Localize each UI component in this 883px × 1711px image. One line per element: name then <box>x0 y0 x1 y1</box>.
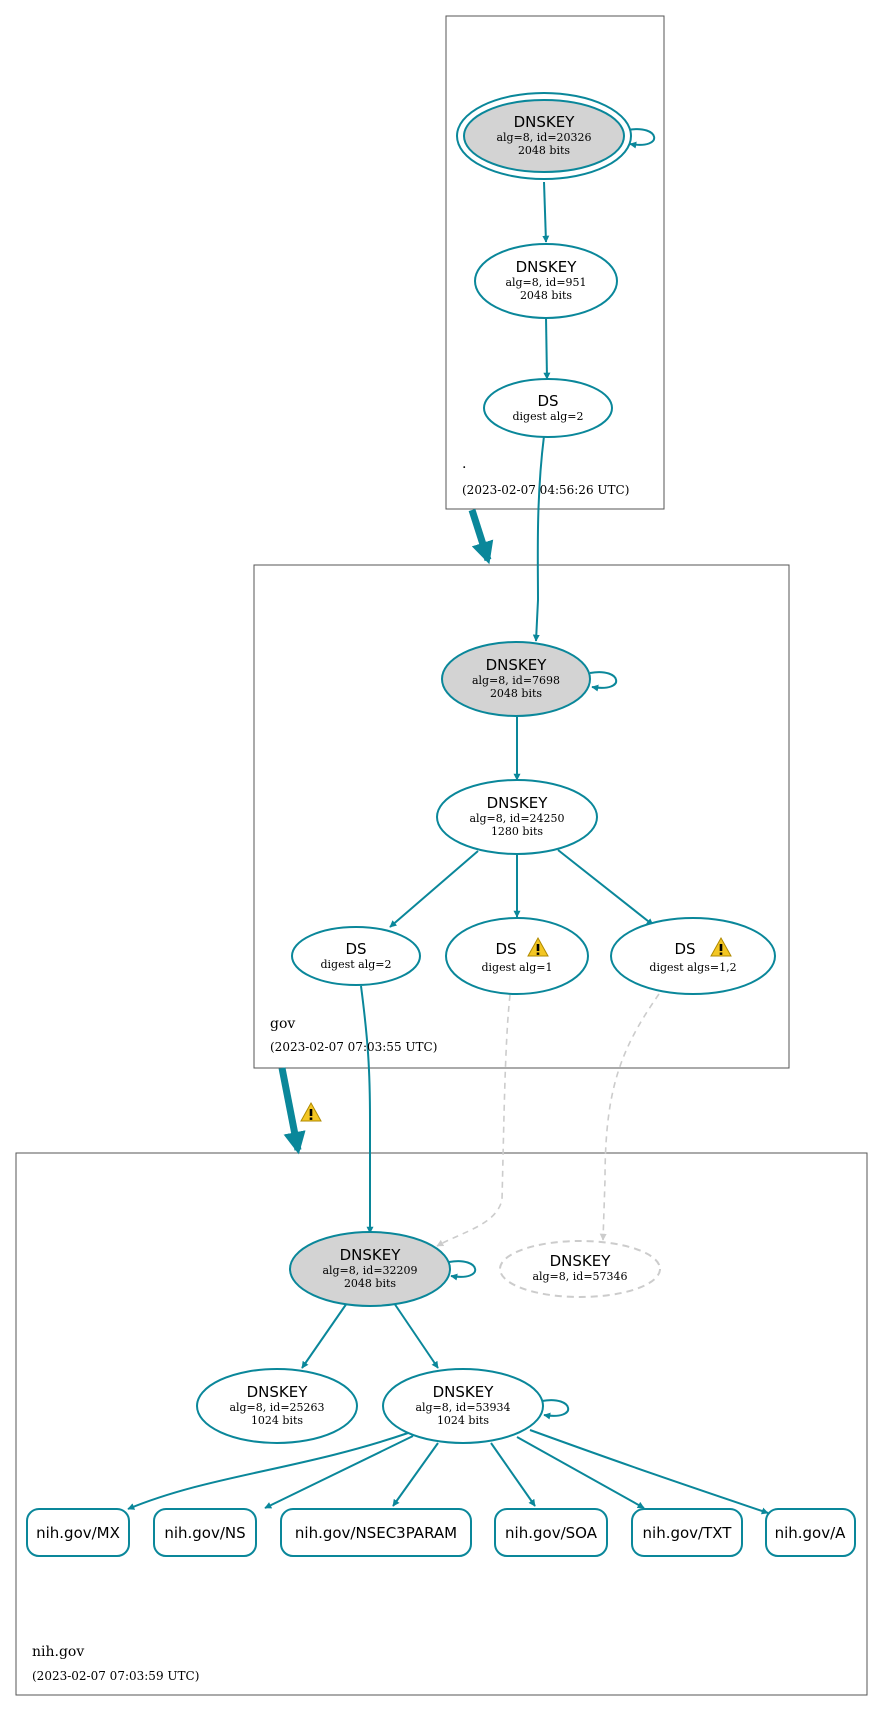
node-title: DNSKEY <box>247 1383 309 1401</box>
node-detail: alg=8, id=20326 <box>496 131 591 144</box>
node-title: DS <box>345 940 366 958</box>
edge-root-zsk-to-ds <box>543 316 551 380</box>
edge-nih-zsk2-self <box>541 1399 570 1420</box>
rrset-label: nih.gov/SOA <box>505 1524 598 1542</box>
rrset-nsec3param[interactable]: nih.gov/NSEC3PARAM <box>280 1508 472 1557</box>
edge-gov-zsk-to-ds3 <box>557 849 654 926</box>
zone-timestamp-gov: (2023-02-07 07:03:55 UTC) <box>270 1040 437 1054</box>
node-gov-ds-1[interactable]: DS digest alg=2 <box>291 926 421 986</box>
node-title: DS <box>537 392 558 410</box>
node-gov-zsk[interactable]: DNSKEY alg=8, id=24250 1280 bits <box>436 779 598 855</box>
node-nih-zsk-2[interactable]: DNSKEY alg=8, id=53934 1024 bits <box>382 1368 544 1444</box>
delegation-arrow-root-to-gov <box>468 508 494 565</box>
edge-nih-zsk2-to-soa <box>490 1442 536 1507</box>
node-detail: digest alg=2 <box>512 410 583 423</box>
delegation-arrow-gov-to-nih <box>278 1067 306 1155</box>
node-title: DNSKEY <box>516 258 578 276</box>
edge-nih-zsk2-to-txt <box>516 1436 645 1509</box>
node-gov-ksk[interactable]: DNSKEY alg=8, id=7698 2048 bits <box>441 641 591 717</box>
node-root-ksk[interactable]: DNSKEY alg=8, id=20326 2048 bits <box>456 92 632 180</box>
rrset-txt[interactable]: nih.gov/TXT <box>631 1508 743 1557</box>
node-detail: digest algs=1,2 <box>649 961 736 974</box>
node-detail: alg=8, id=24250 <box>469 812 564 825</box>
edge-gov-ksk-self <box>589 671 618 692</box>
rrset-soa[interactable]: nih.gov/SOA <box>494 1508 608 1557</box>
edge-nih-zsk2-to-ns <box>264 1435 414 1509</box>
rrset-mx[interactable]: nih.gov/MX <box>26 1508 130 1557</box>
delegation-warning-icon <box>300 1102 322 1122</box>
node-title: DNSKEY <box>550 1252 612 1270</box>
node-gov-ds-3[interactable]: DS digest algs=1,2 <box>610 917 776 995</box>
edge-gov-ds2-to-nih-ksk <box>436 994 511 1247</box>
rrset-label: nih.gov/NSEC3PARAM <box>295 1524 457 1542</box>
node-detail: 1280 bits <box>491 825 543 838</box>
zone-timestamp-root: (2023-02-07 04:56:26 UTC) <box>462 483 629 497</box>
node-detail: 2048 bits <box>518 144 570 157</box>
edge-nih-ksk-to-zsk2 <box>393 1302 439 1369</box>
zone-timestamp-nih-gov: (2023-02-07 07:03:59 UTC) <box>32 1669 199 1683</box>
node-nih-zsk-1[interactable]: DNSKEY alg=8, id=25263 1024 bits <box>196 1368 358 1444</box>
node-title: DS <box>674 940 695 958</box>
node-detail: alg=8, id=57346 <box>532 1270 627 1283</box>
edge-nih-ksk-to-zsk1 <box>301 1302 348 1369</box>
node-detail: 2048 bits <box>520 289 572 302</box>
zone-label-root: . <box>462 456 466 472</box>
rrset-label: nih.gov/A <box>775 1524 847 1542</box>
node-nih-missing-dnskey[interactable]: DNSKEY alg=8, id=57346 <box>499 1240 661 1298</box>
node-detail: alg=8, id=7698 <box>472 674 560 687</box>
node-detail: alg=8, id=32209 <box>322 1264 417 1277</box>
node-detail: 2048 bits <box>344 1277 396 1290</box>
node-title: DNSKEY <box>486 656 548 674</box>
node-detail: 1024 bits <box>437 1414 489 1427</box>
node-detail: digest alg=2 <box>320 958 391 971</box>
zone-label-gov: gov <box>270 1016 295 1032</box>
zone-label-nih-gov: nih.gov <box>32 1644 84 1660</box>
node-detail: 1024 bits <box>251 1414 303 1427</box>
node-title: DNSKEY <box>514 113 576 131</box>
edge-root-ksk-to-zsk <box>542 181 550 243</box>
rrset-a[interactable]: nih.gov/A <box>765 1508 856 1557</box>
rrset-label: nih.gov/TXT <box>643 1524 733 1542</box>
node-detail: digest alg=1 <box>481 961 552 974</box>
edge-gov-zsk-to-ds1 <box>389 850 479 928</box>
edge-nih-zsk2-to-a <box>529 1429 769 1515</box>
node-gov-ds-2[interactable]: DS digest alg=1 <box>445 917 589 995</box>
node-root-zsk[interactable]: DNSKEY alg=8, id=951 2048 bits <box>474 243 618 319</box>
node-detail: alg=8, id=25263 <box>229 1401 324 1414</box>
edge-nih-ksk-self <box>448 1260 477 1281</box>
node-detail: 2048 bits <box>490 687 542 700</box>
edge-root-ds-to-gov-ksk <box>532 435 545 642</box>
rrset-ns[interactable]: nih.gov/NS <box>153 1508 257 1557</box>
edge-gov-ds3-to-nih-missing <box>599 993 660 1241</box>
node-title: DNSKEY <box>433 1383 495 1401</box>
edge-nih-zsk2-to-nsec3param <box>392 1442 439 1507</box>
edge-gov-ds1-to-nih-ksk <box>360 985 374 1234</box>
node-root-ds[interactable]: DS digest alg=2 <box>483 378 613 438</box>
edge-nih-zsk2-to-mx <box>127 1432 409 1510</box>
node-detail: alg=8, id=53934 <box>415 1401 510 1414</box>
rrset-label: nih.gov/MX <box>36 1524 120 1542</box>
node-detail: alg=8, id=951 <box>505 276 586 289</box>
edge-root-ksk-self <box>627 128 656 149</box>
node-title: DNSKEY <box>340 1246 402 1264</box>
rrset-label: nih.gov/NS <box>164 1524 245 1542</box>
node-title: DS <box>495 940 516 958</box>
node-nih-ksk[interactable]: DNSKEY alg=8, id=32209 2048 bits <box>289 1231 451 1307</box>
node-title: DNSKEY <box>487 794 549 812</box>
